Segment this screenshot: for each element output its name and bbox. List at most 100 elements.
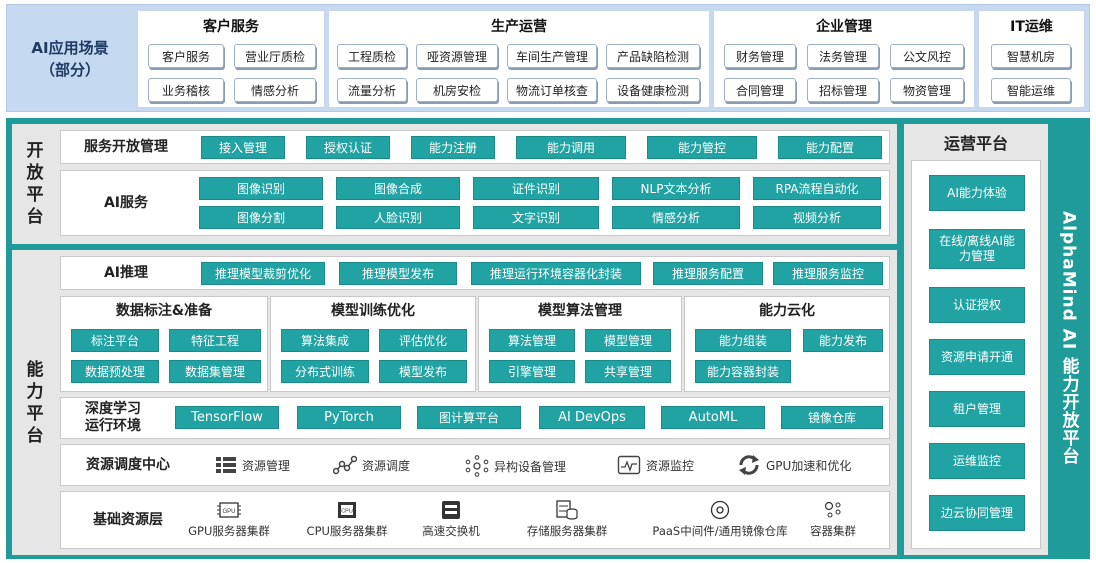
scenario-item: 物流订单核查 <box>507 78 597 102</box>
block-title: 模型算法管理 <box>538 303 622 319</box>
framework-box: AI DevOps <box>539 406 645 429</box>
device-mgmt-item: 异构设备管理 <box>465 455 566 477</box>
item-label: 高速交换机 <box>422 524 480 538</box>
resource-mgmt-item: 资源管理 <box>215 455 290 475</box>
scenario-item: 客户服务 <box>148 44 224 68</box>
monitor-icon <box>617 455 641 475</box>
gpu-acceleration-item: GPU加速和优化 <box>737 454 851 476</box>
row-title: AI服务 <box>103 194 149 211</box>
row-title: 深度学习 运行环境 <box>61 398 165 438</box>
scenario-item: 财务管理 <box>724 44 796 68</box>
item-label: 资源调度 <box>362 458 411 473</box>
item-label: CPU服务器集群 <box>306 524 388 538</box>
scenario-item: 设备健康检测 <box>606 78 700 102</box>
row-title-line1: 深度学习 <box>85 401 141 417</box>
ai-scenarios-band: AI应用场景 （部分） 客户服务 客户服务 营业厅质检 业务稽核 情感分析 生产… <box>6 4 1090 112</box>
scenario-item: 公文风控 <box>890 44 964 68</box>
capability-box: 授权认证 <box>306 136 390 159</box>
scenario-item: 流量分析 <box>337 78 407 102</box>
scenario-item: 工程质检 <box>337 44 407 68</box>
switch-icon <box>442 501 460 519</box>
framework-box: 图计算平台 <box>417 406 521 429</box>
capability-box: 证件识别 <box>473 177 599 200</box>
infrastructure-row: 基础资源层 GPU GPU服务器集群 CPU CPU服务器集群 <box>60 491 890 549</box>
capability-box: 人脸识别 <box>336 206 460 229</box>
scenario-item: 招标管理 <box>807 78 879 102</box>
item-label: 容器集群 <box>810 524 856 538</box>
disc-icon <box>710 500 730 520</box>
group-title: 客户服务 <box>203 19 259 35</box>
capability-box: 引擎管理 <box>489 360 575 383</box>
capability-box: 情感分析 <box>612 206 740 229</box>
capability-box: 标注平台 <box>71 329 159 352</box>
scenario-item: 哑资源管理 <box>416 44 498 68</box>
item-label: 异构设备管理 <box>494 459 567 474</box>
capability-box: 能力组装 <box>695 329 791 352</box>
capability-box: 数据预处理 <box>71 360 159 383</box>
customer-service-group: 客户服务 客户服务 营业厅质检 业务稽核 情感分析 <box>137 10 325 108</box>
label-char: 台 <box>26 207 44 227</box>
scenarios-title-line1: AI应用场景 <box>31 39 109 57</box>
capability-box: 图像分割 <box>199 206 323 229</box>
open-platform-label: 开 放 平 台 <box>12 124 58 244</box>
scenario-item: 合同管理 <box>724 78 796 102</box>
capability-box: 能力容器封装 <box>695 360 791 383</box>
group-title: IT运维 <box>1010 19 1053 35</box>
item-label: 资源管理 <box>242 458 291 473</box>
capability-box: 推理服务配置 <box>653 262 763 285</box>
scenario-item: 法务管理 <box>807 44 879 68</box>
ai-service-row: AI服务 图像识别 图像合成 证件识别 NLP文本分析 RPA流程自动化 图像分… <box>60 170 890 236</box>
capability-box: 模型发布 <box>379 360 467 383</box>
row-title: 基础资源层 <box>93 511 163 528</box>
cpu-chip-text: CPU <box>341 509 353 515</box>
block-title: 能力云化 <box>759 303 815 319</box>
capability-box: 分布式训练 <box>281 360 369 383</box>
switch-item: 高速交换机 <box>391 500 511 539</box>
scenario-item: 营业厅质检 <box>234 44 316 68</box>
capability-box: 文字识别 <box>473 206 599 229</box>
storage-icon <box>556 500 578 520</box>
model-training-block: 模型训练优化 算法集成 评估优化 分布式训练 模型发布 <box>270 296 476 392</box>
capability-box: 推理运行环境容器化封装 <box>471 262 641 285</box>
storage-cluster-item: 存储服务器集群 <box>507 500 627 539</box>
capability-box: 能力注册 <box>411 136 495 159</box>
ops-item: 认证授权 <box>929 287 1025 323</box>
model-algorithm-block: 模型算法管理 算法管理 模型管理 引擎管理 共享管理 <box>478 296 682 392</box>
capability-box: 图像识别 <box>199 177 323 200</box>
capability-box: 能力调用 <box>516 136 626 159</box>
ops-platform-panel: 运营平台 AI能力体验 在线/离线AI能力管理 认证授权 资源申请开通 租户管理… <box>904 124 1048 555</box>
ops-item: 边云协同管理 <box>929 495 1025 531</box>
item-label: 存储服务器集群 <box>526 524 608 538</box>
label-char: 开 <box>26 141 44 161</box>
capability-box: 推理模型裁剪优化 <box>201 262 325 285</box>
capability-box: 数据集管理 <box>169 360 261 383</box>
capability-box: 推理模型发布 <box>339 262 457 285</box>
scenario-item: 情感分析 <box>234 78 316 102</box>
capability-box: 模型管理 <box>585 329 671 352</box>
capability-box: 图像合成 <box>336 177 460 200</box>
scenario-item: 产品缺陷检测 <box>606 44 700 68</box>
cpu-cluster-item: CPU CPU服务器集群 <box>287 500 407 539</box>
label-char: 能 <box>26 359 44 380</box>
cpu-chip-icon: CPU <box>338 502 356 518</box>
scatter-icon <box>333 455 357 475</box>
capability-box: NLP文本分析 <box>612 177 740 200</box>
framework-box: PyTorch <box>297 406 401 429</box>
gpu-chip-icon: GPU <box>217 502 241 518</box>
scenarios-title: AI应用场景 （部分） <box>7 5 133 113</box>
framework-box: 镜像仓库 <box>781 406 883 429</box>
paas-item: PaaS中间件/通用镜像仓库 <box>652 500 788 539</box>
row-title: 资源调度中心 <box>86 456 170 473</box>
container-cluster-item: 容器集群 <box>773 500 893 539</box>
open-platform-panel: 开 放 平 台 服务开放管理 接入管理 授权认证 能力注册 能力调用 能力管控 … <box>12 124 897 244</box>
it-ops-group: IT运维 智慧机房 智能运维 <box>978 10 1085 108</box>
resource-monitor-item: 资源监控 <box>617 455 694 475</box>
item-label: GPU加速和优化 <box>766 458 852 473</box>
label-char: 平 <box>26 403 44 424</box>
ops-platform-title: 运营平台 <box>943 134 1008 153</box>
gpu-chip-text: GPU <box>222 509 235 515</box>
capability-box: 能力配置 <box>778 136 882 159</box>
capability-box: 评估优化 <box>379 329 467 352</box>
framework-box: AutoML <box>661 406 765 429</box>
scenario-item: 智慧机房 <box>991 44 1071 68</box>
